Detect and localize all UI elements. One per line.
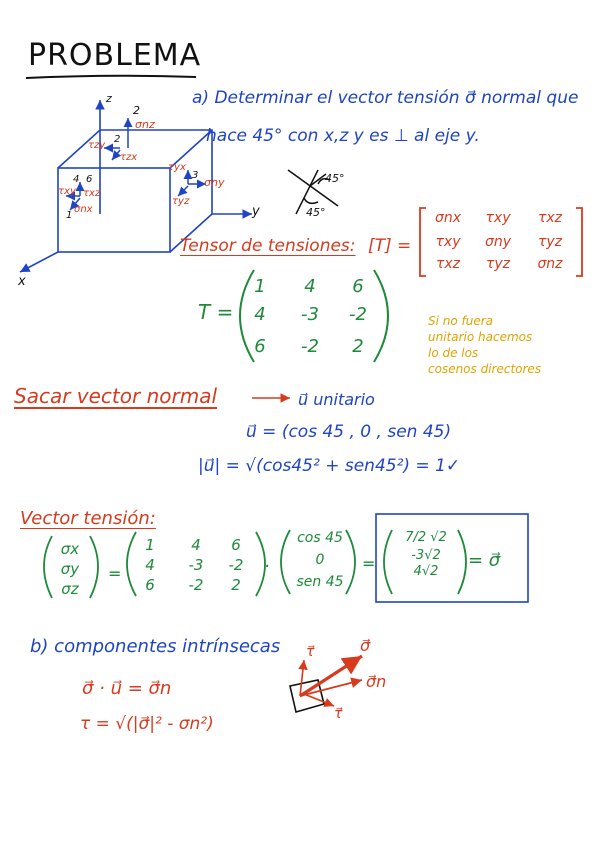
normal-heading: Sacar vector normal [14, 384, 218, 408]
cube-label-2: 2 [133, 104, 140, 117]
tensor-cell: τxz [537, 210, 563, 226]
cube-edges [57, 129, 213, 253]
tensor-heading: Tensor de tensiones: [180, 236, 356, 256]
formula-tau: τ = √(|σ⃗|² - σn²) [80, 714, 214, 734]
T-small-cell: -2 [188, 576, 204, 594]
tensor-cell: τxy [485, 210, 511, 226]
u-component: cos 45 [297, 530, 343, 546]
result-sigma: = σ⃗ [468, 550, 501, 571]
T-cell: -3 [301, 304, 319, 325]
note-line: unitario hacemos [428, 330, 533, 344]
cube-sigma-nx: σnx [74, 204, 93, 215]
cube-tau-zx: τzx [120, 152, 138, 163]
cube-label-1: 1 [66, 210, 73, 221]
formula-projection: σ⃗ · u⃗ = σ⃗n [82, 678, 172, 699]
cube-tau-xz: τxz [83, 188, 101, 199]
cube-label-4: 4 [73, 174, 80, 185]
result-component: 7/2 √2 [405, 530, 447, 545]
T-small-cell: 6 [231, 536, 241, 554]
T-small-cell: 6 [145, 576, 155, 594]
T-cell: 4 [304, 276, 316, 297]
diagram-sigma-n: σ⃗n [366, 672, 387, 691]
cube-z-label: z [106, 92, 112, 105]
equals-1: = [108, 564, 122, 583]
cube-y-label: y [252, 204, 260, 219]
part-a-line1: a) Determinar el vector tensión σ⃗ norma… [192, 88, 579, 108]
tensor-lhs: [T] = [368, 236, 412, 256]
cube-sigma-nz: σnz [135, 118, 155, 131]
u-component: 0 [315, 552, 325, 568]
T-cell: 6 [254, 336, 266, 357]
T-cell: 1 [254, 276, 266, 297]
T-small-cell: 2 [231, 576, 241, 594]
tensor-cell: τyz [485, 256, 511, 272]
angle-label-1: 45° [325, 172, 345, 185]
note-line: Si no fuera [428, 314, 494, 328]
x-axis [19, 251, 59, 273]
u-definition: u⃗ = (cos 45 , 0 , sen 45) [246, 422, 452, 442]
sigma-arrow [299, 654, 363, 698]
T-small-cell: -2 [228, 556, 244, 574]
diagram-tau-bottom: τ⃗ [334, 706, 343, 722]
result-box [375, 513, 529, 603]
T-small-cell: 4 [191, 536, 201, 554]
cube-tau-yz: τyz [172, 196, 190, 207]
T-small-cell: 4 [145, 556, 155, 574]
cube-label-3: 3 [192, 170, 199, 181]
diagram-tau-top: τ⃗ [306, 644, 315, 660]
result-component: 4√2 [413, 564, 439, 579]
result-component: -3√2 [411, 548, 441, 563]
part-b-heading: b) componentes intrínsecas [30, 636, 281, 657]
T-cell: 2 [352, 336, 364, 357]
dot-operator: · [264, 556, 270, 577]
tensor-cell: τyz [537, 234, 563, 250]
tensor-cell: σnx [434, 210, 462, 226]
u-unit: u⃗ unitario [298, 390, 375, 409]
tau-bottom-arrow [303, 693, 335, 707]
sigma-component: σx [60, 540, 80, 558]
note-line: cosenos directores [428, 362, 542, 376]
tensor-cell: σnz [537, 256, 563, 272]
cube-sigma-ny: σny [204, 176, 225, 189]
angle-label-2: 45° [306, 206, 326, 219]
page-title: PROBLEMA [28, 38, 202, 73]
cube-x-label: x [18, 274, 26, 289]
cube-label-2b: 2 [114, 134, 121, 145]
u-norm: |u⃗| = √(cos45² + sen45²) = 1✓ [198, 456, 461, 476]
part-a-line2: hace 45° con x,z y es ⊥ al eje y. [206, 126, 480, 146]
T-label: T = [198, 300, 234, 324]
sigma-component: σz [61, 580, 79, 598]
u-component: sen 45 [296, 574, 344, 590]
cube-label-6: 6 [86, 174, 93, 185]
tensor-cell: σny [484, 234, 512, 250]
T-cell: -2 [349, 304, 367, 325]
tensor-cell: τxz [435, 256, 461, 272]
T-cell: 4 [254, 304, 266, 325]
T-cell: 6 [352, 276, 364, 297]
note-line: lo de los [428, 346, 479, 360]
sigma-n-arrow [299, 677, 363, 697]
T-small-cell: 1 [145, 536, 155, 554]
T-small-cell: -3 [188, 556, 204, 574]
tau-top-arrow [298, 659, 308, 697]
stress-heading: Vector tensión: [20, 508, 156, 529]
cube-tau-yx: τyx [168, 162, 186, 173]
tensor-cell: τxy [435, 234, 461, 250]
cube-tau-zy: τzy [88, 140, 106, 151]
T-cell: -2 [301, 336, 319, 357]
diagram-sigma: σ⃗ [360, 636, 371, 655]
equals-2: = [362, 554, 376, 573]
cube-tau-xy: τxy [58, 186, 76, 197]
sigma-component: σy [60, 560, 80, 578]
